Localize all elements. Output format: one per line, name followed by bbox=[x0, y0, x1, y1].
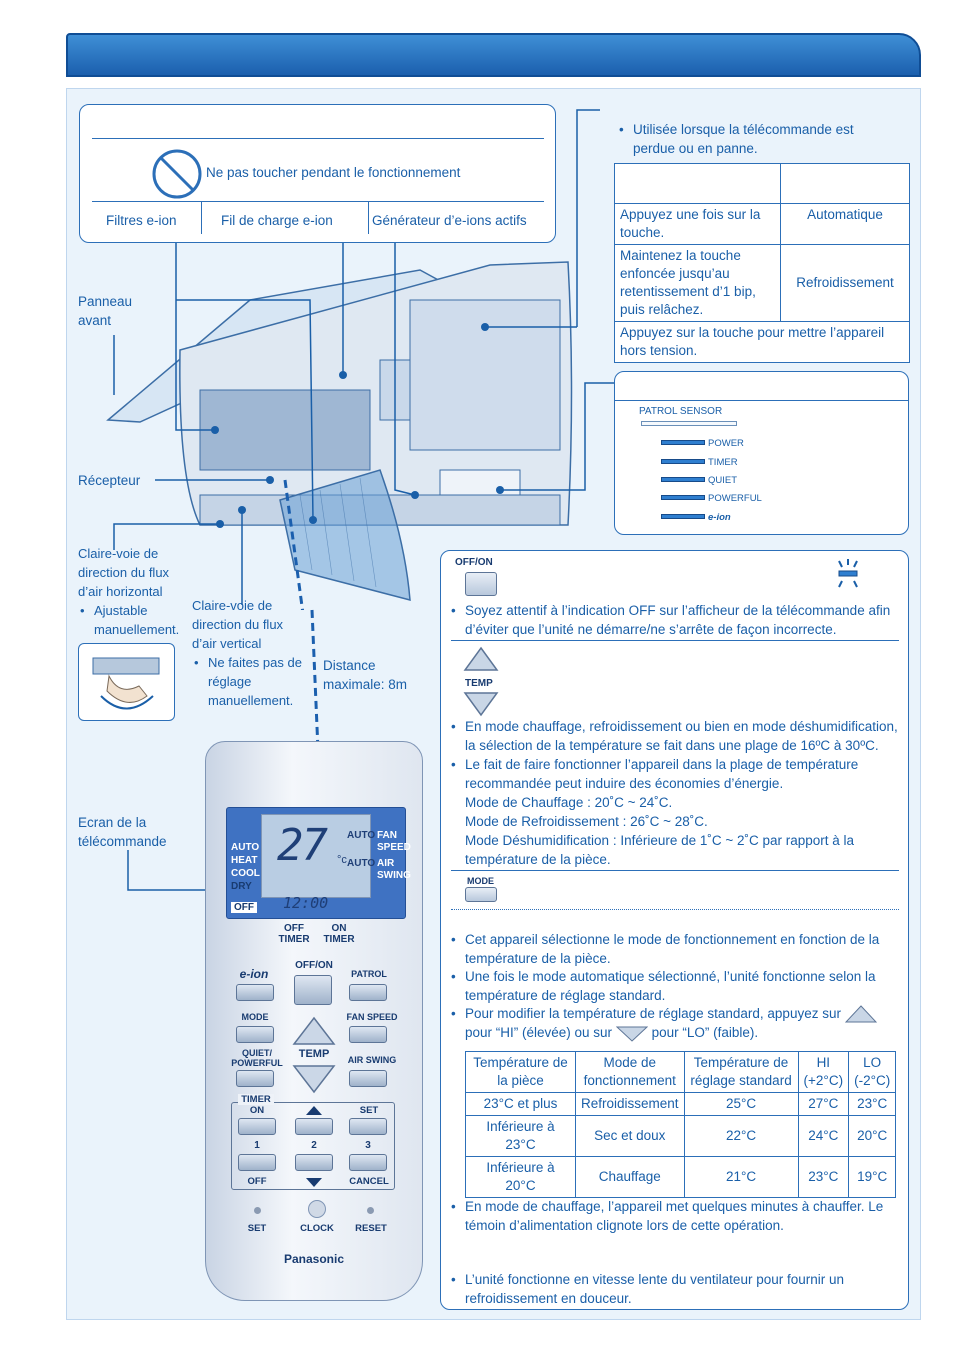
horizontal-louver-label: Claire-voie de direction du flux d’air h… bbox=[78, 544, 188, 639]
air-swing-button[interactable] bbox=[349, 1070, 387, 1087]
timer-up-button[interactable] bbox=[295, 1118, 333, 1135]
label-eion-filters: Filtres e-ion bbox=[106, 213, 177, 228]
auto-row-2-mode: Refroidissement bbox=[780, 244, 910, 322]
brand-logo: Panasonic bbox=[283, 1252, 345, 1266]
heat-note: En mode de chauffage, l’appareil met que… bbox=[451, 1197, 901, 1235]
temp-note-saving: Le fait de faire fonctionner l’appareil … bbox=[451, 755, 891, 869]
timer-down-button[interactable] bbox=[295, 1154, 333, 1171]
temp-note-range: En mode chauffage, refroidissement ou bi… bbox=[451, 717, 906, 755]
hi-up-icon bbox=[844, 1005, 877, 1023]
patrol-sensor-label: PATROL SENSOR bbox=[639, 406, 723, 417]
indicator-panel: PATROL SENSOR POWER TIMER QUIET POWERFUL… bbox=[614, 371, 909, 535]
timer-up-icon bbox=[306, 1106, 322, 1115]
auto-row-1-mode: Automatique bbox=[780, 203, 910, 245]
no-touch-icon bbox=[152, 149, 202, 199]
blinking-led-icon bbox=[838, 559, 858, 588]
temp-up-icon bbox=[463, 646, 499, 671]
auto-row-1-action: Appuyez une fois sur la touche. bbox=[614, 203, 781, 245]
mode-button[interactable] bbox=[236, 1026, 274, 1043]
set-pinhole[interactable] bbox=[254, 1207, 261, 1214]
quiet-led bbox=[661, 477, 705, 482]
clock-button[interactable] bbox=[308, 1200, 326, 1218]
timer-off-button[interactable] bbox=[238, 1154, 276, 1171]
receiver-label: Récepteur bbox=[78, 473, 141, 488]
eion-led bbox=[661, 514, 705, 519]
auto-note-1: Cet appareil sélectionne le mode de fonc… bbox=[451, 930, 901, 968]
no-touch-text: Ne pas toucher pendant le fonctionnement bbox=[206, 165, 461, 180]
vertical-louver-label: Claire-voie de direction du flux d’air v… bbox=[192, 596, 304, 710]
timer-set-button[interactable] bbox=[349, 1118, 387, 1135]
instructions-box: OFF/ON Soyez attentif à l’indication OFF… bbox=[440, 550, 909, 1310]
temp-label: TEMP bbox=[465, 678, 493, 689]
timer-on-button[interactable] bbox=[238, 1118, 276, 1135]
label-eion-charge-wire: Fil de charge e-ion bbox=[221, 213, 333, 228]
eion-button[interactable] bbox=[236, 984, 274, 1001]
temp-up-button[interactable] bbox=[292, 1016, 336, 1046]
offon-button-image bbox=[465, 572, 497, 596]
offon-note: Soyez attentif à l’indication OFF sur l’… bbox=[451, 601, 901, 639]
quiet-powerful-button[interactable] bbox=[236, 1070, 274, 1087]
lcd-temp: 27 bbox=[277, 820, 328, 871]
power-led bbox=[661, 440, 705, 445]
offon-button[interactable] bbox=[294, 975, 332, 1005]
standard-temp-table: Température de la pièce Mode de fonction… bbox=[465, 1051, 897, 1198]
louver-adjust-illustration bbox=[78, 643, 175, 721]
temp-down-button[interactable] bbox=[292, 1064, 336, 1094]
auto-switch-table: Appuyez une fois sur la touche.Automatiq… bbox=[614, 163, 910, 363]
fan-speed-button[interactable] bbox=[349, 1026, 387, 1043]
front-panel-label: Panneau avant bbox=[78, 294, 133, 328]
dry-note: L’unité fonctionne en vitesse lente du v… bbox=[451, 1270, 901, 1308]
remote-lcd: AUTO HEAT COOL DRY 27 °c AUTO AUTO FAN S… bbox=[226, 807, 411, 919]
lo-down-icon bbox=[615, 1026, 649, 1042]
auto-row-2-action: Maintenez la touche enfoncée jusqu’au re… bbox=[614, 244, 781, 322]
header-bar bbox=[66, 33, 921, 77]
parts-callout: Ne pas toucher pendant le fonctionnement… bbox=[79, 104, 556, 243]
mode-button-image bbox=[465, 887, 497, 902]
auto-row-3-action: Appuyez sur la touche pour mettre l’appa… bbox=[614, 321, 910, 363]
remote-display-label: Ecran de la télécommande bbox=[78, 815, 167, 849]
powerful-led bbox=[661, 495, 705, 500]
offon-button-label: OFF/ON bbox=[455, 557, 493, 568]
label-eion-generator: Générateur d’e-ions actifs bbox=[372, 213, 527, 228]
patrol-button[interactable] bbox=[349, 984, 387, 1001]
mode-label: MODE bbox=[467, 876, 494, 886]
modify-note: Pour modifier la température de réglage … bbox=[451, 1004, 906, 1042]
auto-switch-bullet: Utilisée lorsque la télécommande est per… bbox=[619, 120, 899, 158]
max-distance-label: Distance maximale: 8m bbox=[323, 658, 408, 692]
timer-cancel-button[interactable] bbox=[349, 1154, 387, 1171]
timer-down-icon bbox=[306, 1178, 322, 1187]
reset-pinhole[interactable] bbox=[367, 1207, 374, 1214]
auto-note-2: Une fois le mode automatique sélectionné… bbox=[451, 967, 901, 1005]
remote-control: AUTO HEAT COOL DRY 27 °c AUTO AUTO FAN S… bbox=[205, 741, 423, 1301]
temp-down-icon bbox=[463, 692, 499, 717]
timer-led bbox=[661, 459, 705, 464]
